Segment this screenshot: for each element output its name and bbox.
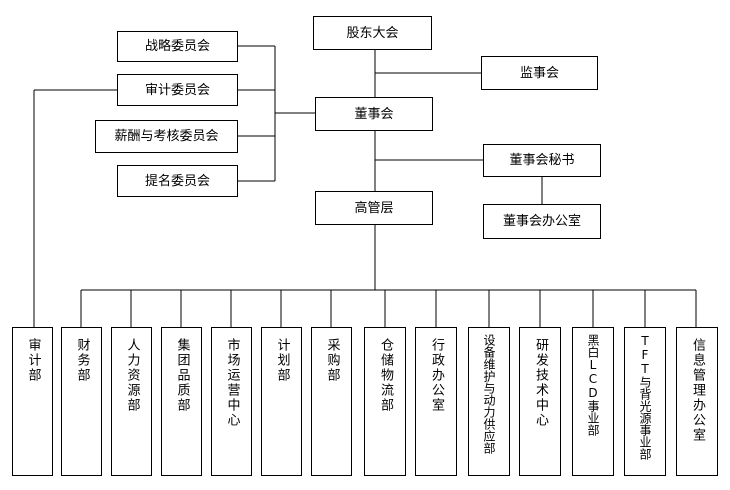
dept-label: 研发技术中心 xyxy=(533,338,548,428)
dept-label: 设备维护与动力供应部 xyxy=(482,334,496,454)
dept-label: 仓储物流部 xyxy=(378,338,393,413)
dept-label: 行政办公室 xyxy=(429,338,444,413)
dept-purchasing: 采购部 xyxy=(311,327,352,476)
dept-planning: 计划部 xyxy=(261,327,302,476)
dept-label: 采购部 xyxy=(324,338,340,383)
dept-label: 黑白LCD事业部 xyxy=(586,334,600,436)
dept-quality: 集团品质部 xyxy=(161,327,202,476)
dept-mono-lcd: 黑白LCD事业部 xyxy=(572,327,614,476)
board-office-box: 董事会办公室 xyxy=(483,204,601,239)
dept-label: 信息管理办公室 xyxy=(690,338,705,443)
dept-market-ops: 市场运营中心 xyxy=(211,327,252,476)
committee-strategy: 战略委员会 xyxy=(117,31,238,62)
committee-audit: 审计委员会 xyxy=(117,74,238,106)
dept-label: 市场运营中心 xyxy=(224,338,240,428)
committee-nomination: 提名委员会 xyxy=(117,165,238,197)
shareholders-box: 股东大会 xyxy=(313,16,432,50)
dept-label: 集团品质部 xyxy=(174,338,190,413)
management-box: 高管层 xyxy=(315,191,433,225)
dept-logistics: 仓储物流部 xyxy=(364,327,406,476)
board-box: 董事会 xyxy=(315,97,433,131)
dept-label: 人力资源部 xyxy=(124,338,140,413)
dept-label: 计划部 xyxy=(274,338,290,383)
dept-label: 审计部 xyxy=(25,338,41,383)
dept-audit: 审计部 xyxy=(12,327,53,476)
dept-info-mgmt: 信息管理办公室 xyxy=(676,327,718,476)
dept-label: 财务部 xyxy=(74,338,90,383)
supervisors-box: 监事会 xyxy=(481,56,598,90)
board-secretary-box: 董事会秘书 xyxy=(483,144,601,177)
dept-label: TFT与背光源事业部 xyxy=(638,334,652,460)
committee-compensation: 薪酬与考核委员会 xyxy=(95,120,238,153)
dept-equipment: 设备维护与动力供应部 xyxy=(468,327,510,476)
dept-finance: 财务部 xyxy=(61,327,102,476)
dept-hr: 人力资源部 xyxy=(111,327,152,476)
dept-admin: 行政办公室 xyxy=(415,327,457,476)
dept-rnd: 研发技术中心 xyxy=(519,327,561,476)
dept-tft-backlight: TFT与背光源事业部 xyxy=(624,327,666,476)
